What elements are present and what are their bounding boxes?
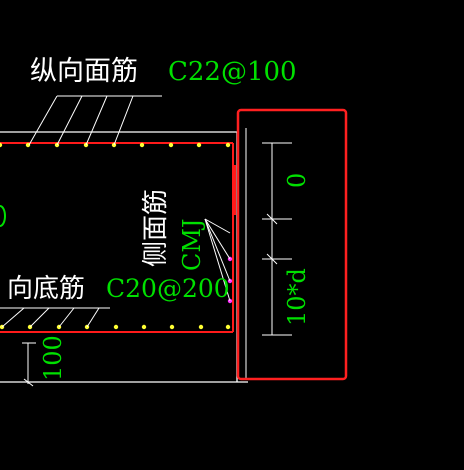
top-longitudinal-spec: C22@100 bbox=[168, 57, 297, 87]
side-face-spec: CMJ bbox=[178, 218, 206, 271]
upper-segment-value: 0 bbox=[283, 173, 311, 188]
lower-segment-value: 10*d bbox=[283, 268, 311, 326]
top-leader-lines bbox=[28, 95, 162, 146]
side-dimension-chain[interactable] bbox=[262, 142, 292, 336]
selection-highlight-box[interactable] bbox=[236, 108, 348, 381]
top-longitudinal-name: 纵向面筋 bbox=[30, 56, 138, 87]
bottom-longitudinal-spec: C20@200 bbox=[106, 274, 230, 303]
side-face-name: 侧面筋 bbox=[141, 189, 171, 267]
bottom-cover-dimension[interactable] bbox=[22, 342, 36, 387]
bottom-longitudinal-name: 向底筋 bbox=[7, 274, 85, 304]
side-leader-lines bbox=[204, 218, 231, 302]
left-edge-green-mark bbox=[0, 205, 6, 227]
bottom-leader-lines bbox=[0, 307, 110, 328]
rebar-outline[interactable] bbox=[0, 142, 234, 333]
bottom-cover-value: 100 bbox=[39, 335, 67, 381]
